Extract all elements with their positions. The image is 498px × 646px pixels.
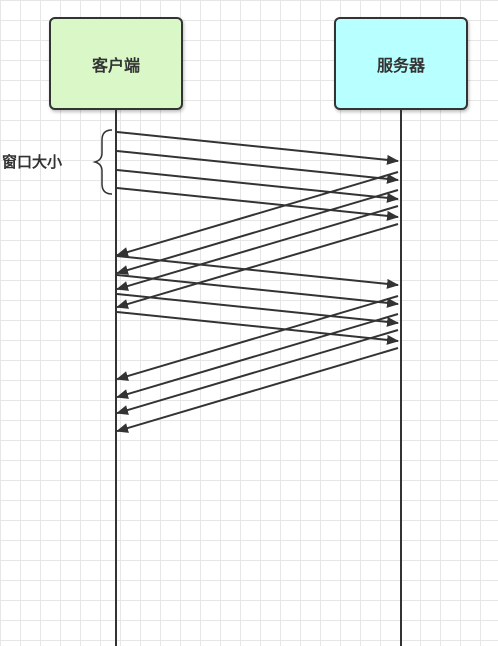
client-to-server-arrow-4	[116, 187, 399, 221]
window-size-brace	[92, 129, 113, 195]
server-to-client-arrow-7	[116, 205, 399, 291]
server-to-client-arrow-6	[116, 189, 399, 275]
client-to-server-arrow-3	[116, 169, 399, 203]
client-box: 客户端	[49, 17, 183, 110]
server-to-client-arrow-5	[116, 171, 399, 257]
server-to-client-arrow-15	[116, 329, 399, 415]
client-to-server-arrow-2	[116, 150, 399, 184]
server-to-client-arrow-8	[116, 223, 399, 309]
server-to-client-arrow-13	[116, 295, 399, 381]
client-label: 客户端	[91, 55, 140, 75]
client-to-server-arrow-10	[116, 274, 399, 308]
server-label: 服务器	[376, 55, 425, 75]
server-to-client-arrow-16	[116, 347, 399, 433]
client-to-server-arrow-11	[116, 293, 399, 327]
server-box: 服务器	[334, 17, 468, 110]
client-to-server-arrow-9	[116, 255, 399, 289]
client-to-server-arrow-1	[116, 131, 399, 165]
window-size-label: 窗口大小	[2, 153, 63, 171]
client-to-server-arrow-12	[116, 311, 399, 345]
server-to-client-arrow-14	[116, 313, 399, 399]
